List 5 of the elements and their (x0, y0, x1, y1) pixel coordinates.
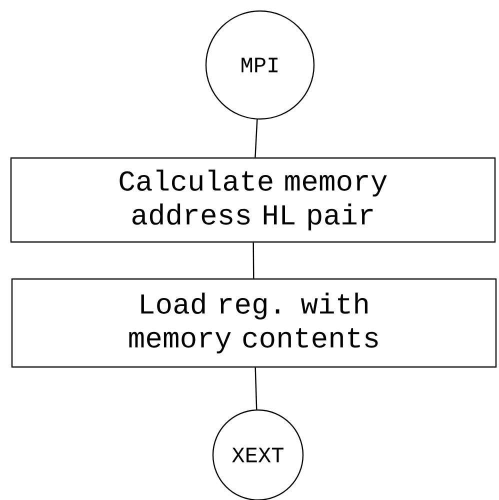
connector-line (252, 242, 254, 278)
connector-line (254, 368, 258, 410)
process-box: Calculate memory address HL pair (10, 157, 496, 243)
process-box: Load reg. with memory contents (11, 278, 497, 368)
connector-line (254, 120, 258, 158)
